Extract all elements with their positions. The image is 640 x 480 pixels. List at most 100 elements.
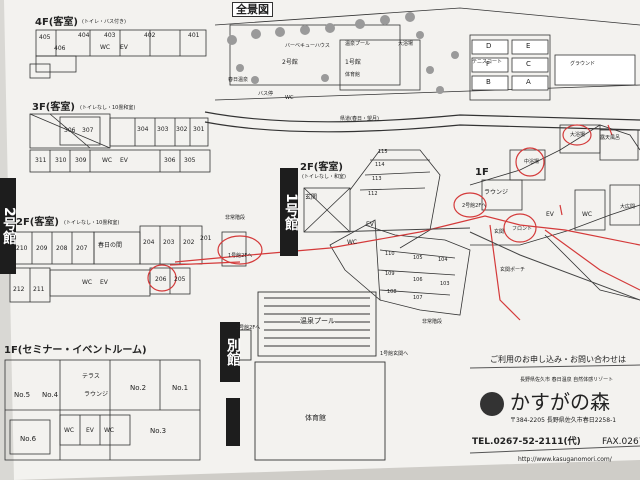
floor-4f-label: 4F(客室) — [35, 17, 78, 28]
court-f: F — [486, 60, 491, 68]
ev-right: EV — [546, 211, 554, 218]
ground-label: グラウンド — [570, 61, 596, 67]
room-301: 301 — [193, 126, 205, 133]
floor-2f-side-bar: 2号館 — [0, 178, 17, 274]
room-107: 107 — [413, 295, 423, 301]
floor-1f-label: 1F(セミナー・イベントルーム) — [4, 345, 147, 356]
floor-2f-label: 2F(客室) — [16, 217, 59, 228]
gym-label: 体育館 — [305, 414, 326, 422]
room-404: 404 — [78, 32, 90, 39]
room-105: 105 — [413, 255, 423, 261]
room-no3: No.3 — [150, 427, 167, 435]
second-to-label: 2号館2Fへ — [236, 325, 261, 331]
ev-center: EV — [366, 221, 374, 228]
floor-3f-sub: (トイレなし・10畳和室) — [80, 105, 136, 111]
wc-1f-b: WC — [104, 427, 115, 434]
road-label: 県道(春日・望月) — [340, 116, 379, 122]
genkan-right: 玄関 — [494, 229, 505, 235]
room-302: 302 — [176, 126, 188, 133]
room-212: 212 — [13, 286, 25, 293]
bbq-label: バーベキューハウス — [285, 43, 330, 49]
genkan-porch: 玄関ポーチ — [500, 267, 526, 273]
ev-4f: EV — [120, 44, 128, 51]
room-204: 204 — [143, 239, 155, 246]
room-114: 114 — [375, 162, 385, 168]
room-no4: No.4 — [42, 391, 59, 399]
genkan-center: 玄関 — [305, 194, 318, 201]
fax: FAX.0267 — [602, 437, 640, 447]
room-305: 305 — [184, 157, 196, 164]
room-no5: No.5 — [14, 391, 31, 399]
room-112: 112 — [368, 191, 378, 197]
wc-center: WC — [347, 239, 358, 246]
onsen-label: 春日温泉 — [228, 77, 249, 83]
room-109: 109 — [385, 271, 395, 277]
stairs-2f: 非常階段 — [225, 215, 246, 221]
wc-top: WC — [285, 95, 294, 101]
floor-2f-center-label: 2F(客室) — [300, 162, 343, 173]
room-209: 209 — [36, 245, 48, 252]
room-no1: No.1 — [172, 384, 189, 392]
room-115: 115 — [378, 149, 388, 155]
room-403: 403 — [104, 32, 116, 39]
room-no2: No.2 — [130, 384, 147, 392]
room-113: 113 — [372, 176, 382, 182]
room-303: 303 — [157, 126, 169, 133]
gym-top-label: 体育館 — [345, 72, 361, 78]
brand-logo-icon — [480, 392, 504, 416]
contact-notice: ご利用のお申し込み・お問い合わせは — [490, 355, 626, 364]
room-210: 210 — [16, 245, 28, 252]
room-304: 304 — [137, 126, 149, 133]
to-main-2f: 1号館2Fへ — [228, 253, 253, 259]
wc-1f-a: WC — [64, 427, 75, 434]
pool-label: 温泉プール — [300, 317, 335, 325]
ev-1f: EV — [86, 427, 94, 434]
court-a: A — [526, 78, 531, 86]
pool-top-label: 温泉プール — [345, 41, 371, 47]
room-110: 110 — [385, 251, 395, 257]
daiyokujo-top: 大浴場 — [398, 41, 414, 47]
rotenburo-label: 露天風呂 — [600, 135, 621, 141]
court-d: D — [486, 42, 492, 50]
room-309: 309 — [75, 157, 87, 164]
room-206: 206 — [155, 276, 167, 283]
stairs-center: 非常階段 — [422, 319, 443, 325]
wc-2f: WC — [82, 279, 93, 286]
room-211: 211 — [33, 286, 45, 293]
room-kasuga: 春日の間 — [98, 242, 123, 249]
room-201: 201 — [200, 235, 212, 242]
company-tagline: 長野県佐久市 春日温泉 自然体感リゾート — [520, 377, 614, 383]
main-bldg-label: 1号館 — [345, 59, 361, 66]
ohiroma-label: 大広間 — [620, 204, 636, 210]
lounge-label: ラウンジ — [84, 391, 109, 398]
website-url: http://www.kasuganomori.com/ — [518, 456, 612, 463]
wc-3f: WC — [102, 157, 113, 164]
room-405: 405 — [39, 34, 51, 41]
room-401: 401 — [188, 32, 200, 39]
map-title: 全景図 — [232, 2, 273, 17]
brand-name: かすがの森 — [510, 390, 610, 414]
ev-2f: EV — [100, 279, 108, 286]
annex-bar: 別館 — [220, 322, 241, 382]
room-208: 208 — [56, 245, 68, 252]
room-202: 202 — [183, 239, 195, 246]
room-310: 310 — [55, 157, 67, 164]
daiyokujo-label: 大浴場 — [570, 132, 586, 138]
tennis-label: テニスコート — [472, 59, 503, 65]
to-second-2f: 2号館2Fへ — [462, 203, 487, 209]
room-406: 406 — [54, 45, 66, 52]
ev-3f: EV — [120, 157, 128, 164]
room-311: 311 — [35, 157, 47, 164]
lounge-right: ラウンジ — [484, 189, 509, 196]
court-c: C — [526, 60, 531, 68]
floor-1f-right-label: 1F — [475, 167, 489, 178]
room-104: 104 — [438, 257, 448, 263]
annex-bar-lower — [226, 398, 240, 446]
teras-label: テラス — [82, 373, 100, 380]
room-106: 106 — [413, 277, 423, 283]
floor-2f-sub: (トイレなし・10畳和室) — [64, 220, 120, 226]
room-402: 402 — [144, 32, 156, 39]
room-no6: No.6 — [20, 435, 37, 443]
